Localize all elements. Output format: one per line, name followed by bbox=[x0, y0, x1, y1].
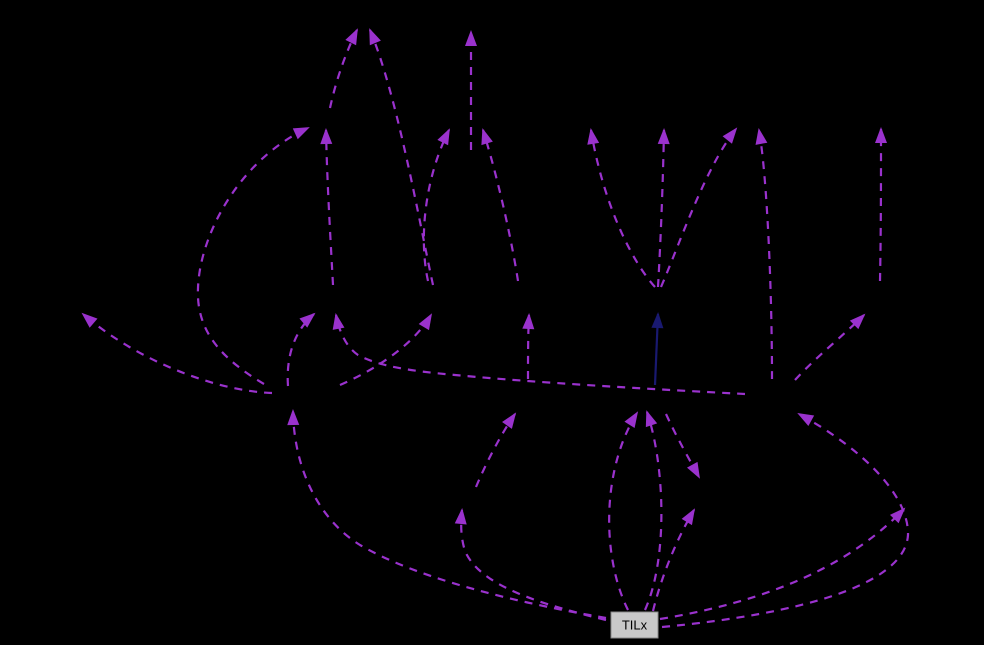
edge-tilx-to-e2 bbox=[651, 508, 696, 612]
edge-tilx-to-d1 bbox=[287, 409, 607, 620]
node-tilx-label: TILx bbox=[622, 618, 648, 633]
edge-d3-to-c6 bbox=[794, 313, 866, 381]
edge-cm-to-b4 bbox=[587, 128, 656, 288]
edge-c2-to-b2 bbox=[320, 128, 335, 286]
edge-cm-to-b5 bbox=[656, 128, 670, 288]
edge-cm-to-b6 bbox=[659, 127, 738, 288]
edge-c3-to-b3 bbox=[422, 128, 450, 282]
edge-b2-to-a1 bbox=[328, 28, 358, 109]
edge-tilx-to-e3 bbox=[659, 507, 906, 621]
edge-tilx-to-e1 bbox=[454, 508, 607, 622]
node-tilx-box[interactable] bbox=[610, 611, 659, 639]
edges-layer bbox=[81, 28, 910, 629]
edge-e1-to-d2 bbox=[474, 412, 517, 488]
edge-tilx-to-dm-r bbox=[643, 410, 663, 611]
edge-long-to-c1 bbox=[81, 312, 273, 395]
edge-tilx-to-d3-r bbox=[661, 413, 910, 629]
edge-d2-to-c4 bbox=[522, 313, 535, 380]
edge-dm-down-to-e2 bbox=[664, 413, 700, 479]
node-tilx[interactable]: TILx bbox=[610, 611, 659, 639]
edge-d3-to-b6 bbox=[755, 128, 774, 380]
edge-tilx-to-dm-l bbox=[608, 411, 639, 611]
edge-navy-to-cm bbox=[651, 312, 664, 386]
edge-d1-c-curve-b2 bbox=[196, 126, 310, 385]
edge-c6-to-b7 bbox=[874, 127, 887, 282]
